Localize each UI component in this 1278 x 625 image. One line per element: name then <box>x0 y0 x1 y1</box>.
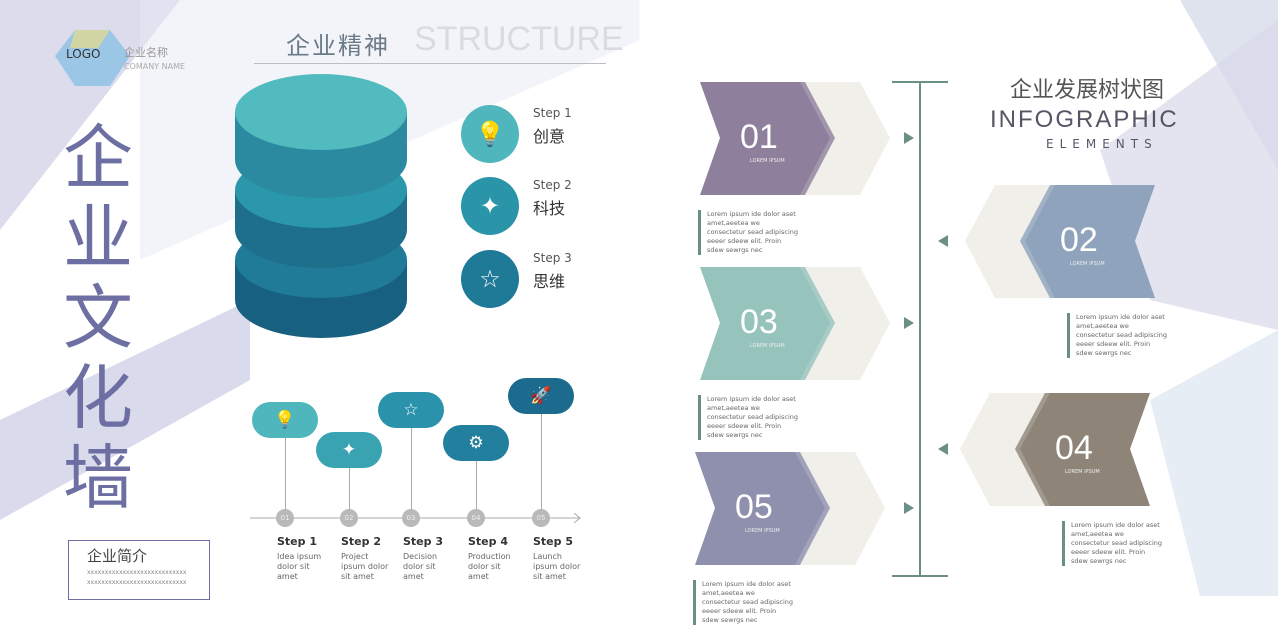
timeline-step-desc: Production dolor sit amet <box>468 552 511 581</box>
timeline-node: 04 <box>467 509 485 527</box>
item-number: 05 <box>735 488 773 526</box>
star-icon: ☆ <box>461 250 519 308</box>
timeline-step-title: Step 1 <box>277 535 317 548</box>
step-label: Step 3 <box>533 251 572 265</box>
intro-title: 企业简介 <box>87 547 148 565</box>
header-divider <box>254 63 606 64</box>
timeline-step-desc: Idea ipsum dolor sit amet <box>277 552 322 581</box>
item-description: Lorem ipsum ide dolor aset amet,aeetea w… <box>1067 313 1167 358</box>
item-number: 01 <box>740 118 778 156</box>
timeline-node: 03 <box>402 509 420 527</box>
item-description: Lorem ipsum ide dolor aset amet,aeetea w… <box>698 395 798 440</box>
step-icon: 🚀 <box>530 386 552 406</box>
item-subtitle: LOREM IPSUM <box>750 343 785 349</box>
item-description: Lorem ipsum ide dolor aset amet,aeetea w… <box>693 580 793 625</box>
item-subtitle: LOREM IPSUM <box>745 528 780 534</box>
cloud-icon: ✦ <box>316 432 382 468</box>
timeline-step-title: Step 3 <box>403 535 443 548</box>
cloud-icon: ⚙ <box>443 425 509 461</box>
lightbulb-icon: 💡 <box>461 105 519 163</box>
timeline-step-title: Step 2 <box>341 535 381 548</box>
timeline-node: 01 <box>276 509 294 527</box>
timeline-node: 05 <box>532 509 550 527</box>
item-description: Lorem ipsum ide dolor aset amet,aeetea w… <box>1062 521 1162 566</box>
step-icon: ⚙ <box>468 433 484 453</box>
cloud-icon: 💡 <box>252 402 318 438</box>
arrow-right-icon <box>904 317 914 329</box>
arrow-right-icon <box>904 502 914 514</box>
step-label: Step 1 <box>533 106 572 120</box>
vertical-title: 企 业 文 化 墙 <box>58 118 138 518</box>
item-subtitle: LOREM IPSUM <box>1070 261 1105 267</box>
arrow-right-icon <box>904 132 914 144</box>
item-number: 02 <box>1060 221 1098 259</box>
chevron-arrow-shape <box>965 185 1155 298</box>
title-char: 业 <box>63 197 133 279</box>
company-name-cn: 企业名称 <box>124 46 168 59</box>
right-title-en: INFOGRAPHIC <box>990 106 1179 133</box>
step-icon: ✦ <box>341 440 357 460</box>
cylinder-stack <box>235 74 407 338</box>
intro-box: 企业简介 xxxxxxxxxxxxxxxxxxxxxxxxxxxx xxxxxx… <box>68 540 210 600</box>
item-subtitle: LOREM IPSUM <box>750 158 785 164</box>
background-decoration <box>0 0 1278 596</box>
item-subtitle: LOREM IPSUM <box>1065 469 1100 475</box>
timeline-step-desc: Decision dolor sit amet <box>403 552 438 581</box>
timeline-stem <box>285 432 286 518</box>
timeline-step-desc: Launch ipsum dolor sit amet <box>533 552 581 581</box>
cloud-icon: 🚀 <box>508 378 574 414</box>
step-icon: ☆ <box>403 400 419 420</box>
arrow-left-icon <box>938 443 948 455</box>
arrow-left-icon <box>938 235 948 247</box>
title-char: 化 <box>63 357 133 439</box>
intro-text: xxxxxxxxxxxxxxxxxxxxxxxxxxxx <box>87 579 187 586</box>
timeline-stem <box>476 455 477 518</box>
right-subtitle: ELEMENTS <box>1046 137 1158 151</box>
timeline-stem <box>349 462 350 518</box>
chevron-arrow-shape <box>700 267 890 380</box>
timeline-node: 02 <box>340 509 358 527</box>
cloud-icon: ☆ <box>378 392 444 428</box>
timeline-step-desc: Project ipsum dolor sit amet <box>341 552 389 581</box>
header-cn: 企业精神 <box>286 32 390 60</box>
puzzle-icon: ✦ <box>461 177 519 235</box>
title-char: 企 <box>63 117 133 199</box>
timeline-stem <box>541 408 542 518</box>
intro-text: xxxxxxxxxxxxxxxxxxxxxxxxxxxx <box>87 569 187 576</box>
right-title-cn: 企业发展树状图 <box>1010 78 1165 103</box>
step-cn: 创意 <box>533 127 566 146</box>
step-icon: 💡 <box>274 410 296 430</box>
timeline-step-title: Step 4 <box>468 535 508 548</box>
item-number: 03 <box>740 303 778 341</box>
timeline-stem <box>411 422 412 518</box>
item-description: Lorem ipsum ide dolor aset amet,aeetea w… <box>698 210 798 255</box>
chevron-arrow-shape <box>695 452 885 565</box>
logo: LOGO <box>66 47 101 61</box>
chevron-arrow-shape <box>700 82 890 195</box>
timeline-step-title: Step 5 <box>533 535 573 548</box>
step-label: Step 2 <box>533 178 572 192</box>
company-name-en: COMANY NAME <box>124 62 186 71</box>
title-char: 文 <box>63 277 133 359</box>
step-cn: 思维 <box>533 272 566 291</box>
header-en: STRUCTURE <box>414 20 624 58</box>
item-number: 04 <box>1055 429 1093 467</box>
step-cn: 科技 <box>533 199 566 218</box>
title-char: 墙 <box>63 437 133 519</box>
chevron-arrow-shape <box>960 393 1150 506</box>
